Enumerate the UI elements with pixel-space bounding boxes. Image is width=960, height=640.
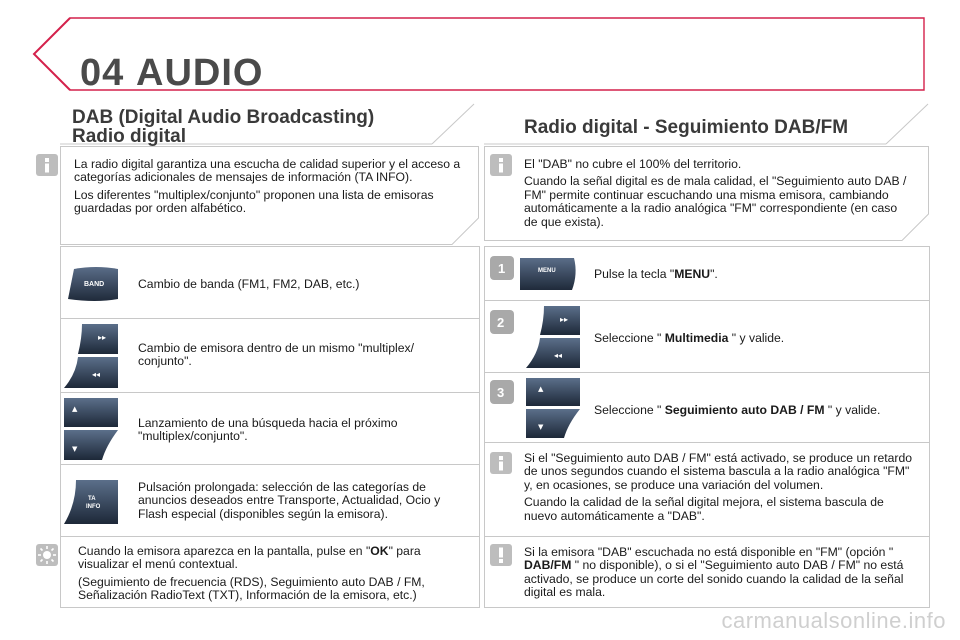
row-divider [60,464,480,465]
seek-buttons-icon: ▸▸ ◂◂ [64,324,118,388]
chapter-number: 04 [80,52,125,94]
ta-info-button-icon: TA INFO [64,480,118,524]
svg-text:3: 3 [497,385,504,400]
step-2-badge: 2 [490,310,514,334]
right-info-text: Si el "Seguimiento auto DAB / FM" está a… [524,451,916,527]
row-divider [60,392,480,393]
left-intro-p2: Los diferentes "multiplex/conjunto" prop… [74,187,434,216]
seek-buttons-icon: ▸▸ ◂◂ [526,306,580,368]
left-intro-p1: La radio digital garantiza una escucha d… [74,157,461,185]
right-section-title: Radio digital - Seguimiento DAB/FM [524,117,849,138]
backward-arrow-icon: ◂◂ [554,351,562,360]
left-tip-panel [60,536,480,608]
menu-button-label: MENU [538,268,556,274]
step-2-text: Seleccione " Multimedia " y valide. [594,331,785,345]
step-1-badge: 1 [490,256,514,280]
right-intro-p2: Cuando la señal digital es de mala calid… [524,174,907,229]
svg-text:1: 1 [498,261,505,276]
watermark: carmanualsonline.info [721,608,946,633]
left-section-title: DAB (Digital Audio Broadcasting) Radio d… [72,108,374,146]
right-title-underline [484,103,929,145]
forward-arrow-icon: ▸▸ [560,315,568,324]
forward-arrow-icon: ▸▸ [98,333,106,342]
tip-p1: Cuando la emisora aparezca en la pantall… [78,544,421,572]
band-button-icon: BAND [68,267,118,301]
right-intro-text: El "DAB" no cubre el 100% del territorio… [524,157,910,233]
right-info-p1: Si el "Seguimiento auto DAB / FM" está a… [524,451,913,492]
tip-p2: (Seguimiento de frecuencia (RDS), Seguim… [78,574,425,603]
left-intro-panel [60,146,479,245]
right-intro-p1: El "DAB" no cubre el 100% del territorio… [524,157,742,171]
right-info-panel [484,442,930,538]
up-down-buttons-icon: ▲ ▼ [526,378,580,438]
info-icon [36,154,58,176]
info-label: INFO [86,504,101,510]
band-button-label: BAND [84,281,104,288]
up-down-buttons-icon: ▲ ▼ [64,398,118,460]
left-intro-text: La radio digital garantiza una escucha d… [74,157,464,220]
tip-sun-icon [36,544,58,566]
right-warning-panel [484,536,930,608]
step-1-text: Pulse la tecla "MENU". [594,267,718,281]
down-arrow-icon: ▼ [72,445,78,453]
info-icon [490,452,512,474]
row-updown-text: Lanzamiento de una búsqueda hacia el pró… [138,416,398,444]
left-tip-text: Cuando la emisora aparezca en la pantall… [78,544,468,607]
down-arrow-icon: ▼ [538,423,544,431]
right-info-p2: Cuando la calidad de la señal digital me… [524,495,884,523]
ta-label: TA [88,496,96,502]
right-warning-text: Si la emisora "DAB" escuchada no está di… [524,545,904,600]
row-divider [484,372,930,373]
row-seek-text: Cambio de emisora dentro de un mismo "mu… [138,341,414,369]
svg-text:2: 2 [497,315,504,330]
row-band-text: Cambio de banda (FM1, FM2, DAB, etc.) [138,277,360,291]
menu-button-icon: MENU [520,258,576,290]
row-tainfo-text: Pulsación prolongada: selección de las c… [138,480,441,521]
step-3-text: Seleccione " Seguimiento auto DAB / FM "… [594,403,881,417]
info-icon [490,154,512,176]
left-title-line1: DAB (Digital Audio Broadcasting) [72,107,375,128]
chapter-title: AUDIO [136,52,264,94]
left-title-line2: Radio digital [72,126,186,147]
chapter-header-frame [32,17,925,91]
left-title-underline [60,103,475,145]
right-intro-panel [484,146,929,241]
row-divider [484,300,930,301]
warning-icon [490,544,512,566]
up-arrow-icon: ▲ [72,405,78,413]
row-divider [60,318,480,319]
step-3-badge: 3 [490,380,514,404]
backward-arrow-icon: ◂◂ [92,370,100,379]
up-arrow-icon: ▲ [538,385,544,393]
